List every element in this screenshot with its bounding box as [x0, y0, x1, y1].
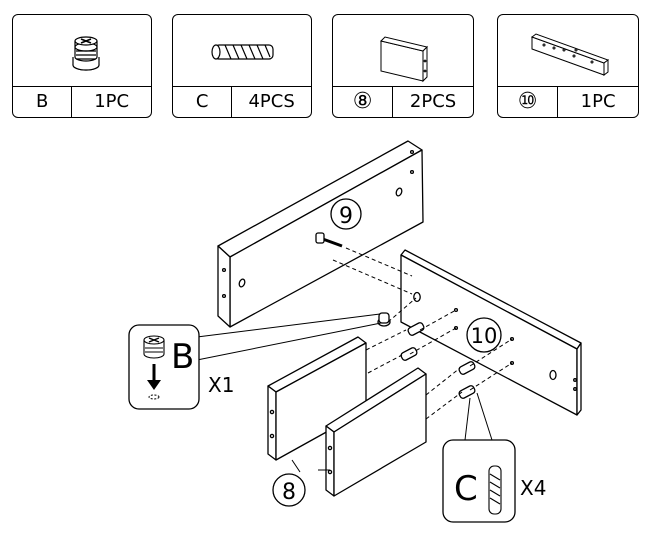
label-9: 9 — [330, 198, 362, 230]
part-quantity: 1PC — [71, 87, 151, 117]
callout-b: B — [128, 324, 200, 410]
part-card-c: C 4PCS — [172, 14, 312, 118]
cam-lock — [377, 312, 391, 327]
part-number-circle: ⑧ — [352, 89, 373, 114]
panel-8-b — [325, 367, 427, 497]
part-card-b: B 1PC — [12, 14, 152, 118]
svg-text:9: 9 — [339, 204, 353, 229]
dowel-icon — [488, 465, 502, 515]
svg-text:C: C — [454, 469, 478, 509]
part-letter: B — [35, 91, 49, 112]
svg-text:8: 8 — [282, 480, 296, 505]
panel-9 — [217, 140, 424, 328]
callout-b-count: X1 — [208, 373, 234, 397]
svg-text:10: 10 — [471, 324, 498, 348]
drilled-panel-icon — [498, 15, 638, 89]
small-panel-icon — [333, 15, 473, 89]
callout-c: C — [442, 439, 516, 523]
part-card-10: ⑩ 1PC — [497, 14, 639, 118]
part-number: ⑧ — [333, 87, 392, 117]
cam-lock-icon — [13, 15, 151, 89]
label-8: 8 — [272, 473, 306, 507]
arrow-down-icon — [147, 364, 161, 400]
part-number-circle: ⑩ — [517, 89, 538, 114]
part-card-8: ⑧ 2PCS — [332, 14, 474, 118]
cam-lock-icon — [143, 335, 165, 359]
callout-c-count: X4 — [520, 476, 546, 500]
part-letter: C — [195, 91, 209, 112]
screw — [315, 232, 343, 248]
dowel-icon — [173, 15, 311, 89]
svg-text:B: B — [171, 337, 194, 377]
part-quantity: 2PCS — [392, 87, 473, 117]
label-10: 10 — [466, 317, 502, 353]
part-quantity: 1PC — [557, 87, 638, 117]
part-quantity: 4PCS — [231, 87, 311, 117]
part-number: ⑩ — [498, 87, 557, 117]
